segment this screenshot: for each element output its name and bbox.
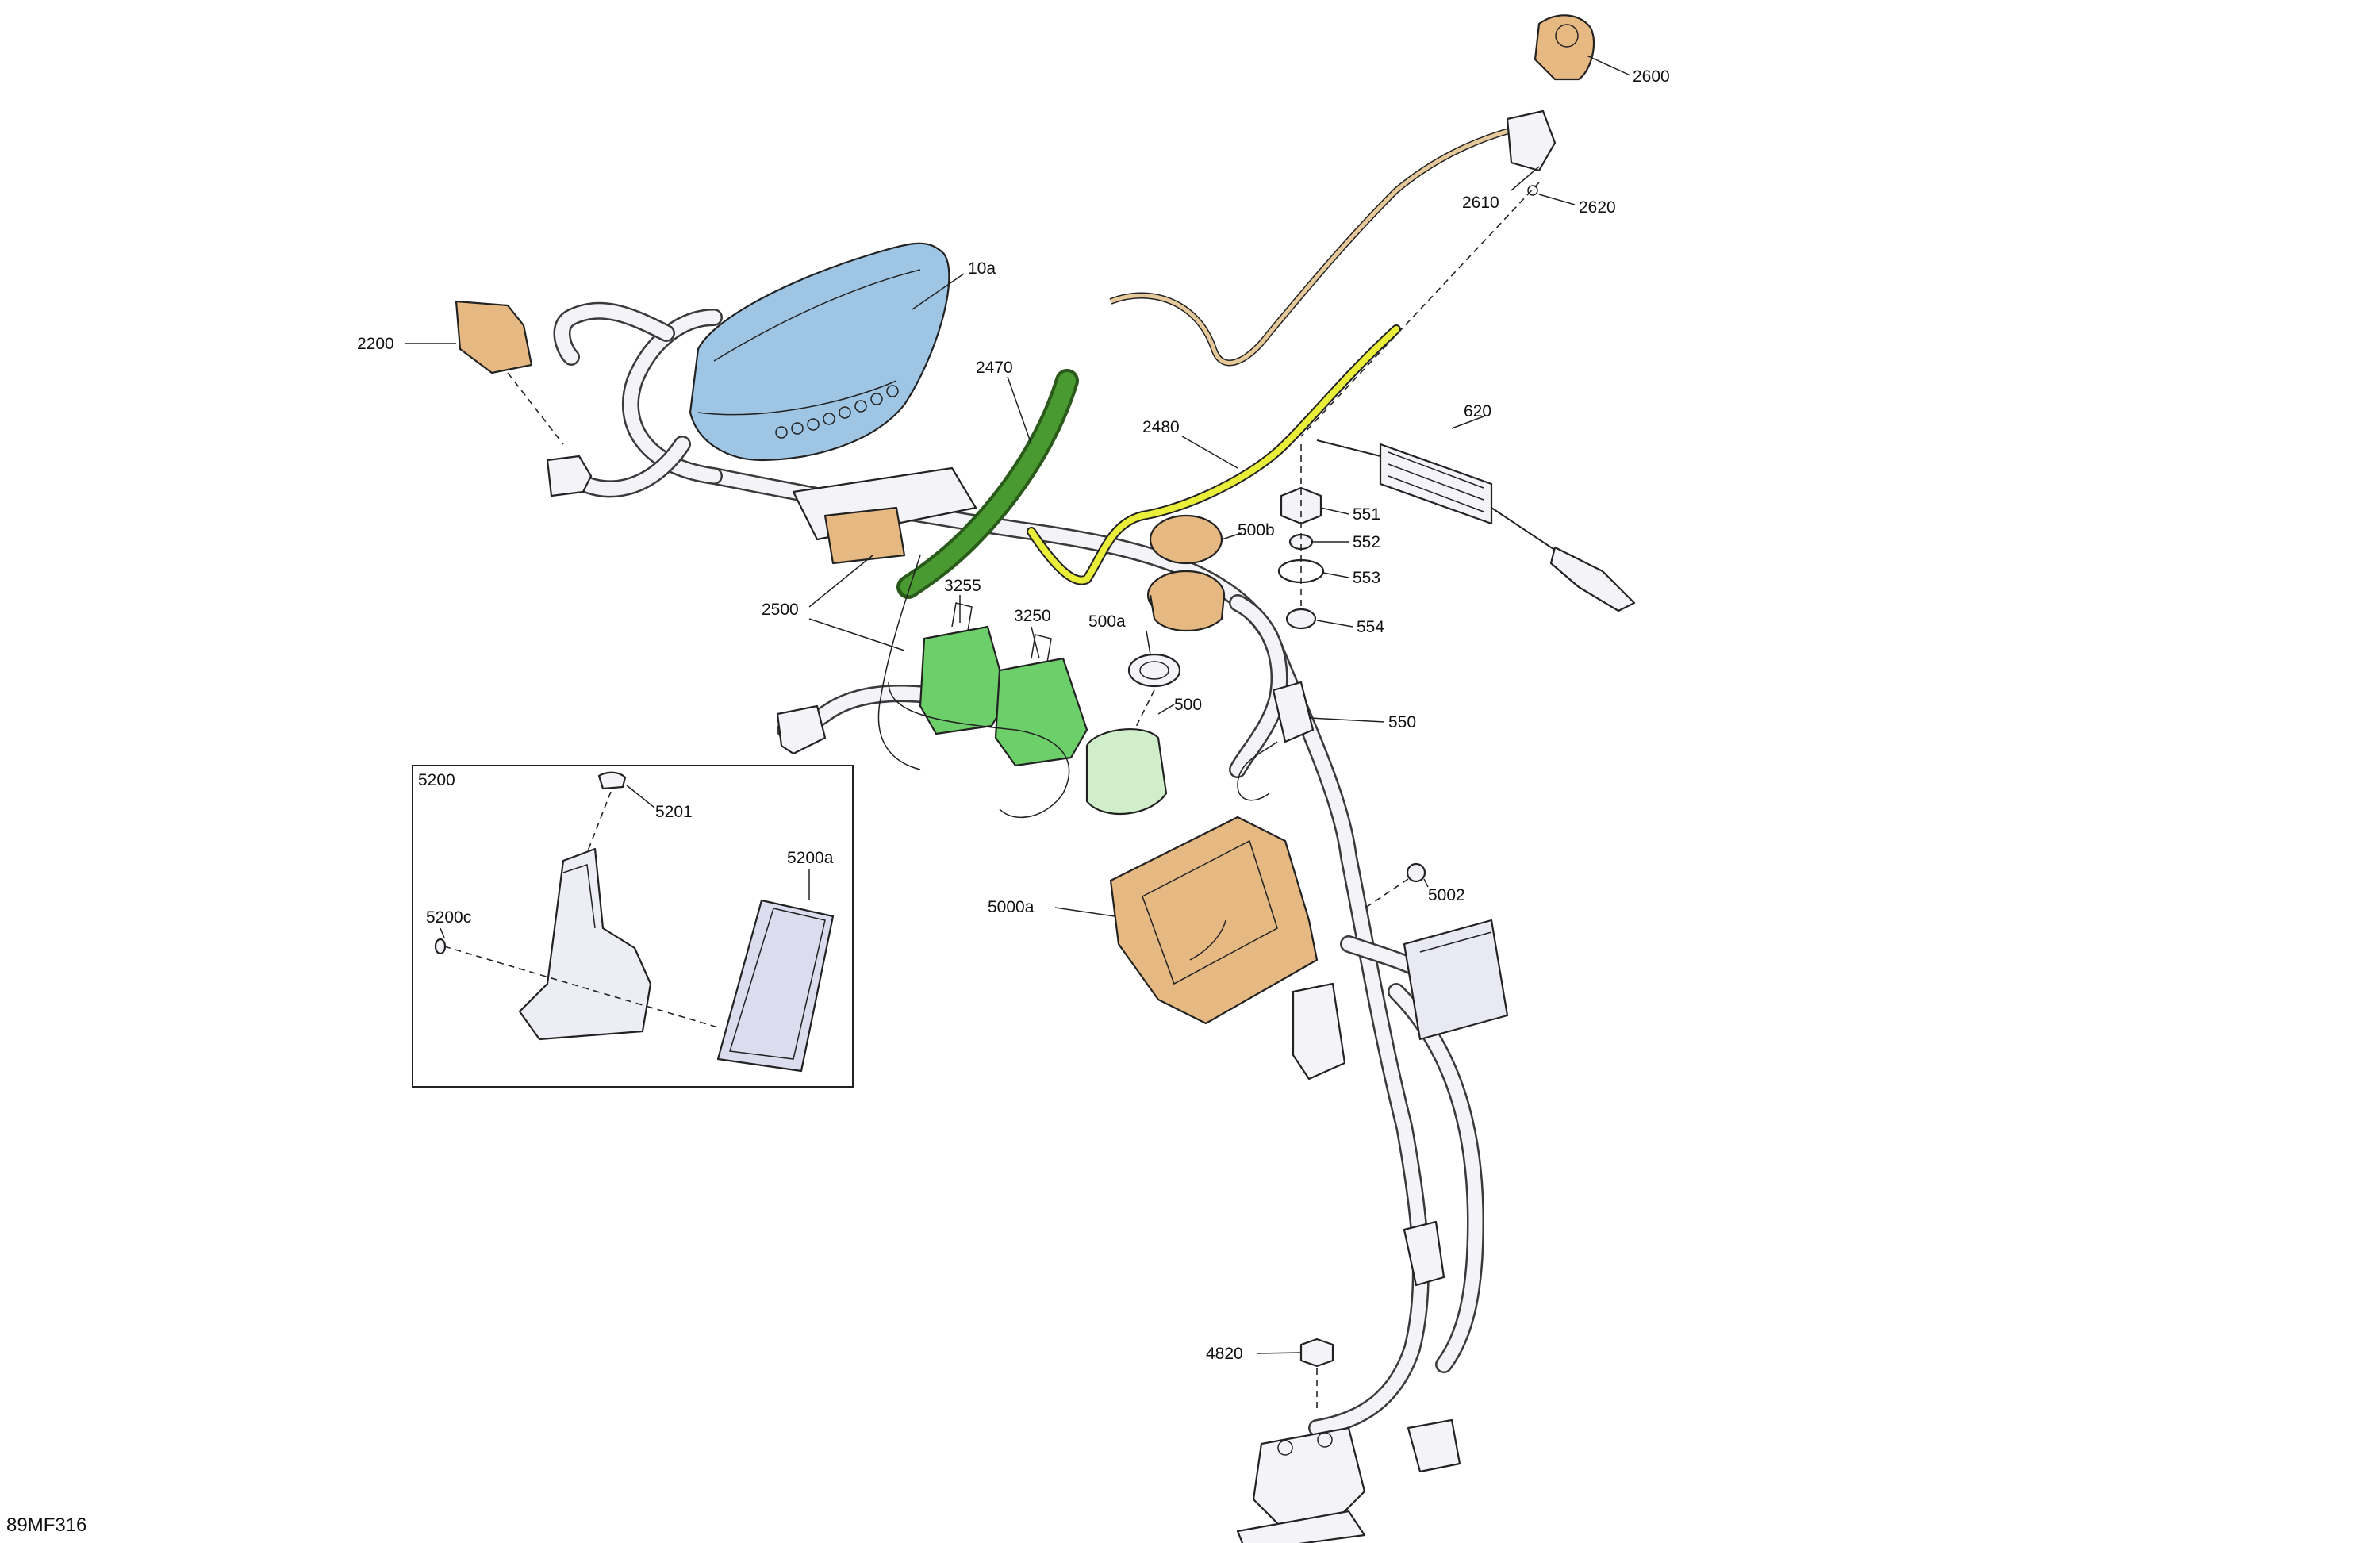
nut-500a: 500a bbox=[1088, 612, 1181, 688]
module-box-right bbox=[1403, 919, 1509, 1041]
callout-554: 554 bbox=[1357, 618, 1384, 636]
callout-5200c: 5200c bbox=[426, 908, 471, 927]
callout-620: 620 bbox=[1464, 402, 1491, 420]
ignition-500b: 500b bbox=[1146, 514, 1275, 631]
connector-lower-left bbox=[1292, 982, 1346, 1080]
cover-5200a: 5200a bbox=[716, 849, 835, 1073]
hardware-stack-551-554: 551 552 553 554 bbox=[1277, 444, 1384, 636]
connector-cluster-2500: 2500 bbox=[762, 466, 977, 770]
callout-2610: 2610 bbox=[1462, 194, 1499, 212]
callout-2600: 2600 bbox=[1633, 67, 1670, 86]
switch-3250: 3250 bbox=[994, 607, 1088, 767]
display-buttons bbox=[775, 385, 899, 439]
callout-551: 551 bbox=[1353, 505, 1380, 524]
bolt-5002: 5002 bbox=[1364, 862, 1465, 909]
clip-5200c: 5200c bbox=[426, 908, 719, 1028]
callout-2500: 2500 bbox=[762, 601, 799, 619]
callout-553: 553 bbox=[1353, 569, 1380, 587]
figure-code: 89MF316 bbox=[6, 1514, 86, 1536]
callout-5000a: 5000a bbox=[988, 898, 1035, 916]
callout-5200a: 5200a bbox=[787, 849, 834, 867]
callout-500: 500 bbox=[1174, 696, 1202, 714]
callout-500a: 500a bbox=[1088, 612, 1126, 631]
connector-bottom bbox=[1407, 1418, 1461, 1473]
inset-title: 5200 bbox=[418, 771, 455, 789]
callout-3255: 3255 bbox=[944, 577, 981, 595]
callout-5201: 5201 bbox=[655, 803, 693, 821]
screw-5201: 5201 bbox=[586, 771, 693, 854]
callout-2470: 2470 bbox=[976, 359, 1013, 377]
callout-500b: 500b bbox=[1238, 521, 1275, 539]
connector-2200: 2200 bbox=[357, 300, 593, 497]
nut-4820: 4820 bbox=[1206, 1338, 1334, 1412]
part-550: 550 bbox=[1237, 681, 1416, 801]
callout-10a: 10a bbox=[968, 259, 996, 278]
callout-4820: 4820 bbox=[1206, 1345, 1243, 1363]
callout-2620: 2620 bbox=[1579, 198, 1616, 217]
coil-2470: 2470 bbox=[896, 359, 1079, 599]
bracket-5200b bbox=[518, 847, 652, 1041]
callout-2480: 2480 bbox=[1142, 418, 1180, 436]
ecm-5000a: 5000a bbox=[988, 816, 1319, 1025]
tether-620: 620 bbox=[1316, 402, 1636, 612]
callout-2200: 2200 bbox=[357, 335, 394, 353]
callout-3250: 3250 bbox=[1014, 607, 1051, 625]
display-cluster-10a: 10a bbox=[689, 242, 996, 462]
callout-552: 552 bbox=[1353, 533, 1380, 551]
switch-wire-loop bbox=[888, 681, 1070, 819]
inset-5200: 5200 5201 5200c 5200a bbox=[412, 765, 854, 1088]
connector-left-mid bbox=[776, 704, 827, 755]
callout-5002: 5002 bbox=[1428, 886, 1465, 904]
solenoid bbox=[1236, 1426, 1366, 1543]
callout-550: 550 bbox=[1388, 713, 1416, 731]
cable-assembly-2600: 2600 2610 2620 bbox=[1109, 14, 1670, 437]
wire-2480: 2480 bbox=[1027, 324, 1401, 585]
ignition-switch-500: 500 bbox=[1085, 689, 1202, 816]
switch-3255: 3255 bbox=[919, 577, 1009, 735]
connector-lower-right bbox=[1403, 1220, 1445, 1287]
